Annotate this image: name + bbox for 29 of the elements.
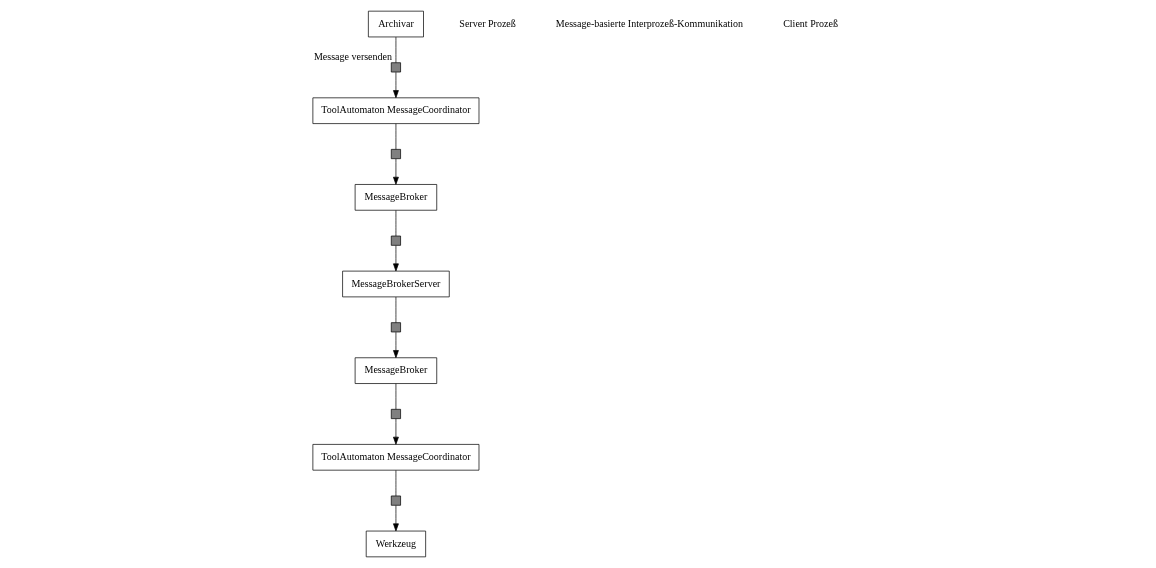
label: Message-basierte Interprozeß-Kommunikation bbox=[555, 17, 744, 29]
node-box: MessageBrokerServer bbox=[342, 270, 450, 298]
node-box bbox=[390, 495, 401, 506]
node-box bbox=[390, 62, 401, 73]
connector bbox=[395, 123, 397, 150]
node-label: Message versenden bbox=[313, 51, 393, 62]
node-box: ToolAutomaton MessageCoordinator bbox=[312, 97, 480, 124]
node-box bbox=[390, 149, 401, 160]
connector bbox=[395, 36, 397, 64]
connector bbox=[395, 470, 397, 497]
node-box bbox=[390, 235, 401, 246]
label: Server Prozeß bbox=[459, 17, 516, 29]
arrow bbox=[393, 71, 399, 99]
connector bbox=[395, 383, 397, 410]
connector bbox=[395, 296, 397, 323]
node-box: ToolAutomaton MessageCoordinator bbox=[312, 444, 480, 471]
arrow bbox=[393, 331, 399, 358]
label: Client Prozeß bbox=[783, 17, 838, 29]
node-box: MessageBroker bbox=[354, 357, 438, 384]
node-box: Werkzeug bbox=[365, 530, 426, 558]
node-box bbox=[390, 408, 401, 419]
arrow bbox=[393, 158, 399, 185]
arrow bbox=[393, 505, 399, 532]
connector bbox=[395, 210, 397, 237]
arrow bbox=[393, 418, 399, 445]
node-box: Archivar bbox=[368, 10, 424, 38]
node-box: MessageBroker bbox=[354, 184, 438, 211]
arrow bbox=[393, 245, 399, 272]
node-box bbox=[390, 322, 401, 333]
